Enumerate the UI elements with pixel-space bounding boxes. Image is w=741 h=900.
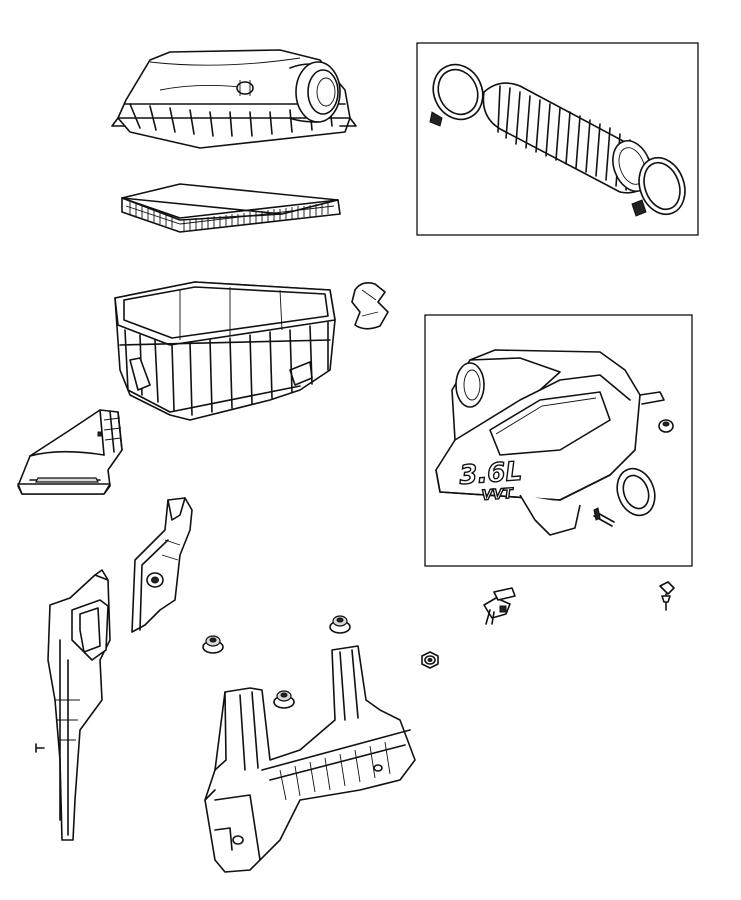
grommet: [273, 690, 295, 709]
inlet-duct-clip: [351, 282, 389, 330]
grommet: [329, 615, 351, 634]
screw: [483, 587, 516, 625]
air-cleaner-cover: [111, 49, 357, 149]
cover-grommet: [658, 419, 674, 433]
hose-clamp: [429, 63, 484, 127]
hose-clamp: [631, 156, 686, 217]
engine-logo-main: 3.6L: [458, 457, 523, 491]
clean-air-hose-callout: [416, 42, 699, 236]
cover-ring-grommet: [616, 467, 656, 517]
engine-logo-sub: VVT: [481, 486, 515, 504]
engine-cover: 3.6L VVT: [435, 349, 665, 536]
callout-box-frame: [424, 314, 693, 567]
air-cleaner-tray: [204, 645, 416, 873]
pin-fastener: [593, 507, 615, 527]
push-pin: [659, 581, 675, 611]
nut: [421, 651, 439, 669]
air-cleaner-housing: [114, 281, 336, 421]
flexible-hose: [482, 82, 653, 194]
support-bracket: [131, 497, 193, 633]
air-inlet-duct: [17, 409, 123, 495]
grommet: [202, 635, 224, 654]
air-duct-shield: [35, 569, 111, 841]
engine-cover-callout: 3.6L VVT: [424, 314, 693, 567]
callout-box-frame: [416, 42, 699, 236]
air-filter-element: [121, 183, 341, 233]
